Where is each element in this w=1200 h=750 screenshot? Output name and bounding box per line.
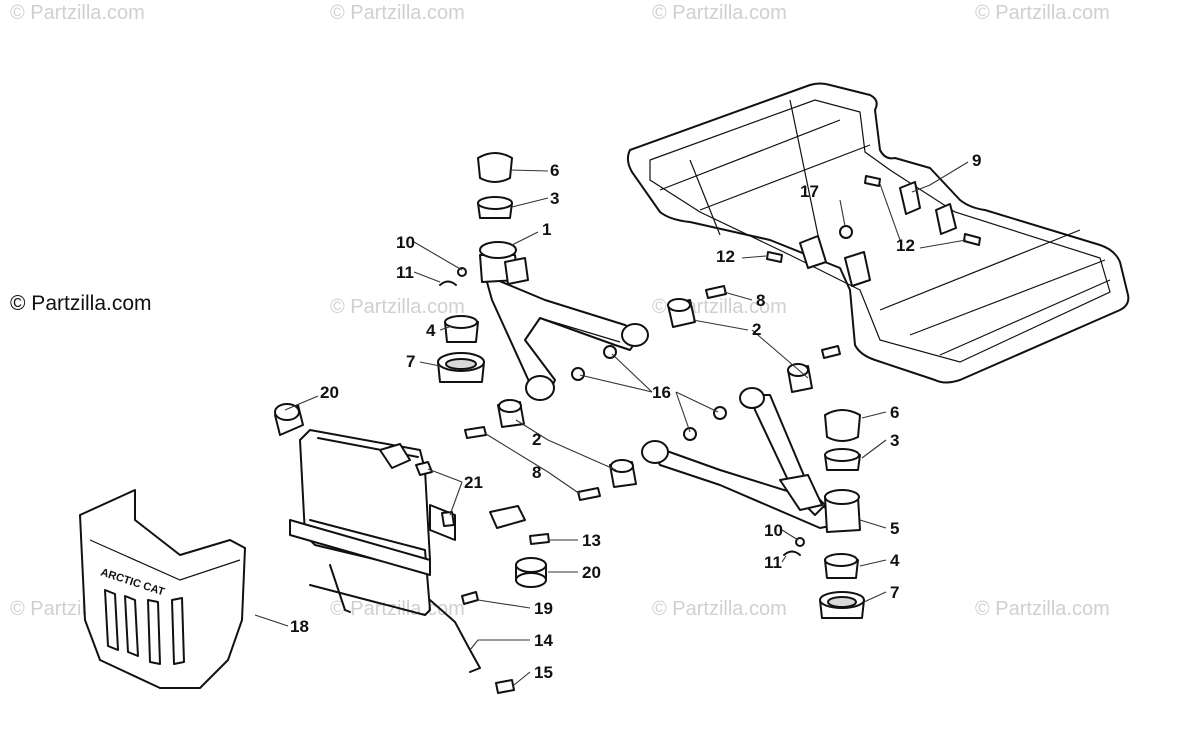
bushing[interactable] — [667, 298, 696, 328]
front-shield[interactable]: ARCTIC CAT — [79, 489, 246, 689]
flange-nut[interactable] — [415, 461, 433, 476]
callout-13: 13 — [582, 531, 601, 550]
callout-2: 2 — [532, 430, 541, 449]
bolt[interactable] — [963, 233, 981, 246]
rack-bracket[interactable] — [844, 251, 871, 287]
pivot-bushing[interactable] — [621, 323, 649, 347]
callout-3: 3 — [550, 189, 559, 208]
callout-10: 10 — [764, 521, 783, 540]
dust-boot[interactable] — [824, 409, 861, 442]
washer[interactable] — [441, 511, 455, 527]
bolt[interactable] — [864, 175, 881, 187]
pivot-bushing[interactable] — [739, 387, 765, 409]
callout-6: 6 — [890, 403, 899, 422]
callout-4: 4 — [426, 321, 436, 340]
dust-boot[interactable] — [477, 152, 513, 183]
callout-4: 4 — [890, 551, 900, 570]
leader-lines — [254, 161, 969, 686]
bearing-ring[interactable] — [819, 591, 865, 619]
callouts: 6 3 1 10 11 4 7 20 9 17 12 12 8 2 16 2 8… — [290, 151, 981, 682]
watermark: © Partzilla.com — [652, 2, 787, 24]
bolt[interactable] — [495, 679, 515, 694]
nut[interactable] — [683, 427, 697, 441]
callout-16: 16 — [652, 383, 671, 402]
callout-2: 2 — [752, 320, 761, 339]
grease-fitting[interactable] — [457, 267, 467, 277]
ball-joint-washer[interactable] — [824, 448, 861, 471]
callout-21: 21 — [464, 473, 483, 492]
bolt[interactable] — [577, 487, 601, 501]
watermark: © Partzilla.com — [975, 2, 1110, 24]
copyright-notice: © Partzilla.com — [10, 292, 152, 315]
pivot-bushing[interactable] — [525, 375, 555, 401]
cotter-pin[interactable] — [439, 280, 457, 286]
callout-5: 5 — [890, 519, 899, 538]
bushing[interactable] — [787, 363, 813, 393]
knuckle-sleeve-top[interactable] — [824, 489, 860, 505]
cotter-pin[interactable] — [783, 550, 801, 556]
rack-bracket[interactable] — [799, 235, 827, 269]
nut[interactable] — [713, 406, 727, 420]
callout-19: 19 — [534, 599, 553, 618]
brush-guard[interactable] — [289, 429, 526, 673]
bolt[interactable] — [529, 533, 550, 545]
bushing[interactable] — [609, 459, 637, 488]
watermark: © Partzilla.com — [975, 598, 1110, 620]
bearing-ring[interactable] — [437, 352, 485, 383]
bolt[interactable] — [705, 285, 727, 299]
callout-20: 20 — [320, 383, 339, 402]
callout-20: 20 — [582, 563, 601, 582]
callout-14: 14 — [534, 631, 553, 650]
watermark: © Partzilla.com — [652, 598, 787, 620]
upper-a-arm[interactable] — [479, 241, 641, 396]
callout-6: 6 — [550, 161, 559, 180]
nut[interactable] — [571, 367, 585, 381]
callout-15: 15 — [534, 663, 553, 682]
rubber-bumper[interactable] — [274, 403, 304, 436]
callout-8: 8 — [756, 291, 765, 310]
callout-18: 18 — [290, 617, 309, 636]
callout-12: 12 — [716, 247, 735, 266]
ball-joint-cup[interactable] — [444, 315, 479, 343]
bolt[interactable] — [821, 345, 841, 359]
pivot-bushing[interactable] — [641, 440, 669, 464]
rack-bracket[interactable] — [935, 203, 957, 235]
callout-9: 9 — [972, 151, 981, 170]
callout-11: 11 — [396, 263, 414, 282]
callout-12: 12 — [896, 236, 915, 255]
callout-11: 11 — [764, 553, 782, 572]
ball-joint-cup[interactable] — [824, 553, 859, 579]
bolt[interactable] — [464, 426, 487, 439]
callout-3: 3 — [890, 431, 899, 450]
rack-assembly[interactable] — [626, 82, 1130, 384]
bolt[interactable] — [461, 591, 479, 605]
callout-10: 10 — [396, 233, 415, 252]
callout-17: 17 — [800, 182, 819, 201]
ball-joint-washer[interactable] — [477, 196, 513, 219]
callout-1: 1 — [542, 220, 551, 239]
nut[interactable] — [839, 225, 853, 239]
bolt[interactable] — [766, 251, 783, 263]
watermark: © Partzilla.com — [330, 598, 465, 620]
callout-8: 8 — [532, 463, 541, 482]
callout-7: 7 — [890, 583, 899, 602]
watermark: © Partzilla.com — [10, 2, 145, 24]
lower-a-arm[interactable] — [649, 394, 836, 529]
watermark: © Partzilla.com — [330, 296, 465, 318]
watermark: © Partzilla.com — [330, 2, 465, 24]
rubber-bumper[interactable] — [515, 557, 547, 588]
callout-7: 7 — [406, 352, 415, 371]
rack-bracket[interactable] — [899, 181, 921, 215]
